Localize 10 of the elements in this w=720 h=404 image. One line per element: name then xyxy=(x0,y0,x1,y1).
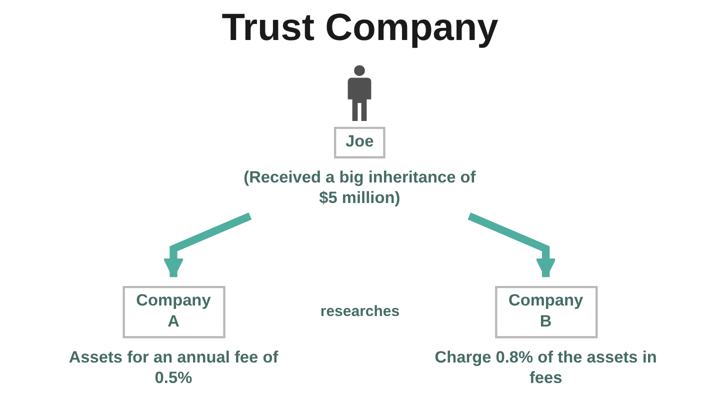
title: Trust Company xyxy=(222,6,498,50)
entity-box: Company B xyxy=(494,286,598,338)
entity-box: Company A xyxy=(122,286,226,338)
relation-label: researches xyxy=(320,303,400,320)
arrow xyxy=(468,212,556,278)
description-text: Assets for an annual fee of 0.5% xyxy=(68,346,280,390)
entity-box: Joe xyxy=(334,126,386,158)
description-text: Charge 0.8% of the assets in fees xyxy=(434,346,658,390)
description-text: (Received a big inheritance of $5 million) xyxy=(242,166,478,210)
arrow xyxy=(164,212,252,278)
